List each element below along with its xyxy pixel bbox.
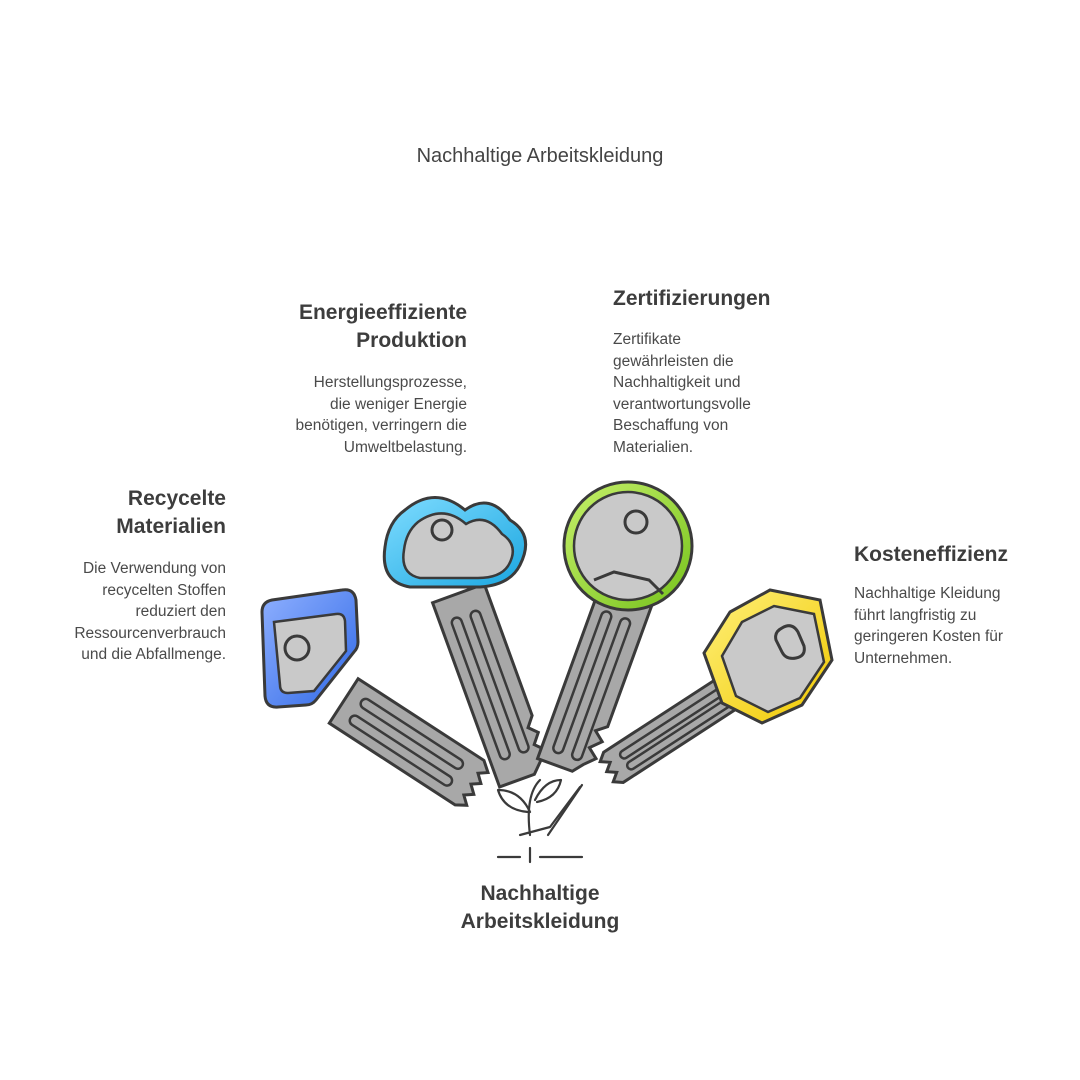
item-cert-heading: Zertifizierungen xyxy=(613,287,771,310)
diagram-title: Nachhaltige Arbeitskleidung xyxy=(416,145,664,167)
item-recycle: Recycelte Materialien Die Verwendung von… xyxy=(40,485,226,666)
item-cert-text: Zertifikate gewährleisten die Nachhaltig… xyxy=(613,331,751,456)
item-recycle-text: Die Verwendung von recycelten Stoffen re… xyxy=(74,560,226,663)
key-cost-icon xyxy=(598,588,834,784)
center-heading: Nachhaltige Arbeitskleidung xyxy=(460,882,620,933)
item-cert: Zertifizierungen Zertifikate gewährleist… xyxy=(613,285,843,458)
item-cost-text: Nachhaltige Kleidung führt langfristig z… xyxy=(854,585,1004,667)
sprout-hand-icon xyxy=(496,778,584,864)
item-energy: Energieeffiziente Produktion Herstellung… xyxy=(250,299,467,458)
key-recycle-icon xyxy=(260,588,491,807)
item-energy-heading: Energieeffiziente Produktion xyxy=(298,301,467,352)
item-cost: Kosteneffizienz Nachhaltige Kleidung füh… xyxy=(854,541,1054,669)
item-recycle-heading: Recycelte Materialien xyxy=(116,487,226,538)
item-cost-heading: Kosteneffizienz xyxy=(854,543,1009,566)
key-energy-icon xyxy=(382,496,547,789)
key-cert-icon xyxy=(535,480,694,773)
item-energy-text: Herstellungsprozesse, die weniger Energi… xyxy=(295,374,467,456)
center-label: Nachhaltige Arbeitskleidung xyxy=(400,880,680,936)
